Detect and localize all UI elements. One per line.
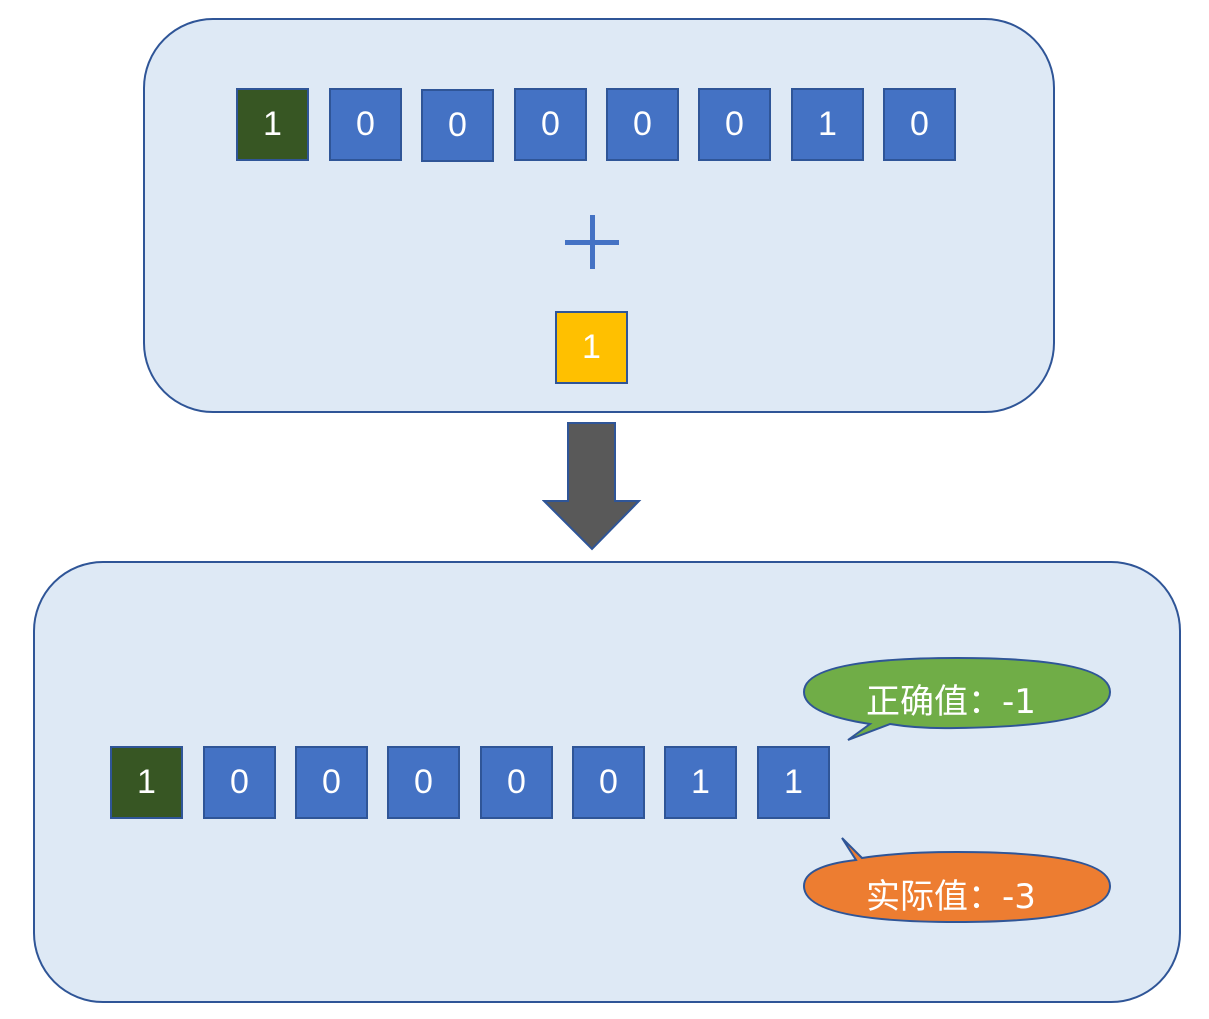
correct-value-callout [802,656,1112,741]
result-bit-0-sign: 1 [110,746,183,819]
top-bit-2: 0 [421,89,494,162]
top-bit-1: 0 [329,88,402,161]
top-bit-0-sign: 1 [236,88,309,161]
result-bit-6: 1 [664,746,737,819]
result-bit-3: 0 [387,746,460,819]
actual-value-label: 实际值：-3 [866,877,1036,917]
down-arrow-icon [542,422,642,551]
result-bit-1: 0 [203,746,276,819]
result-bit-2: 0 [295,746,368,819]
top-bit-5: 0 [698,88,771,161]
top-bit-6: 1 [791,88,864,161]
actual-value-callout [802,837,1112,924]
result-bit-4: 0 [480,746,553,819]
result-bit-5: 0 [572,746,645,819]
top-bit-3: 0 [514,88,587,161]
plus-icon [565,215,619,269]
top-bit-4: 0 [606,88,679,161]
correct-value-label: 正确值：-1 [866,682,1036,722]
top-bit-7: 0 [883,88,956,161]
addend-bit: 1 [555,311,628,384]
result-bit-7: 1 [757,746,830,819]
